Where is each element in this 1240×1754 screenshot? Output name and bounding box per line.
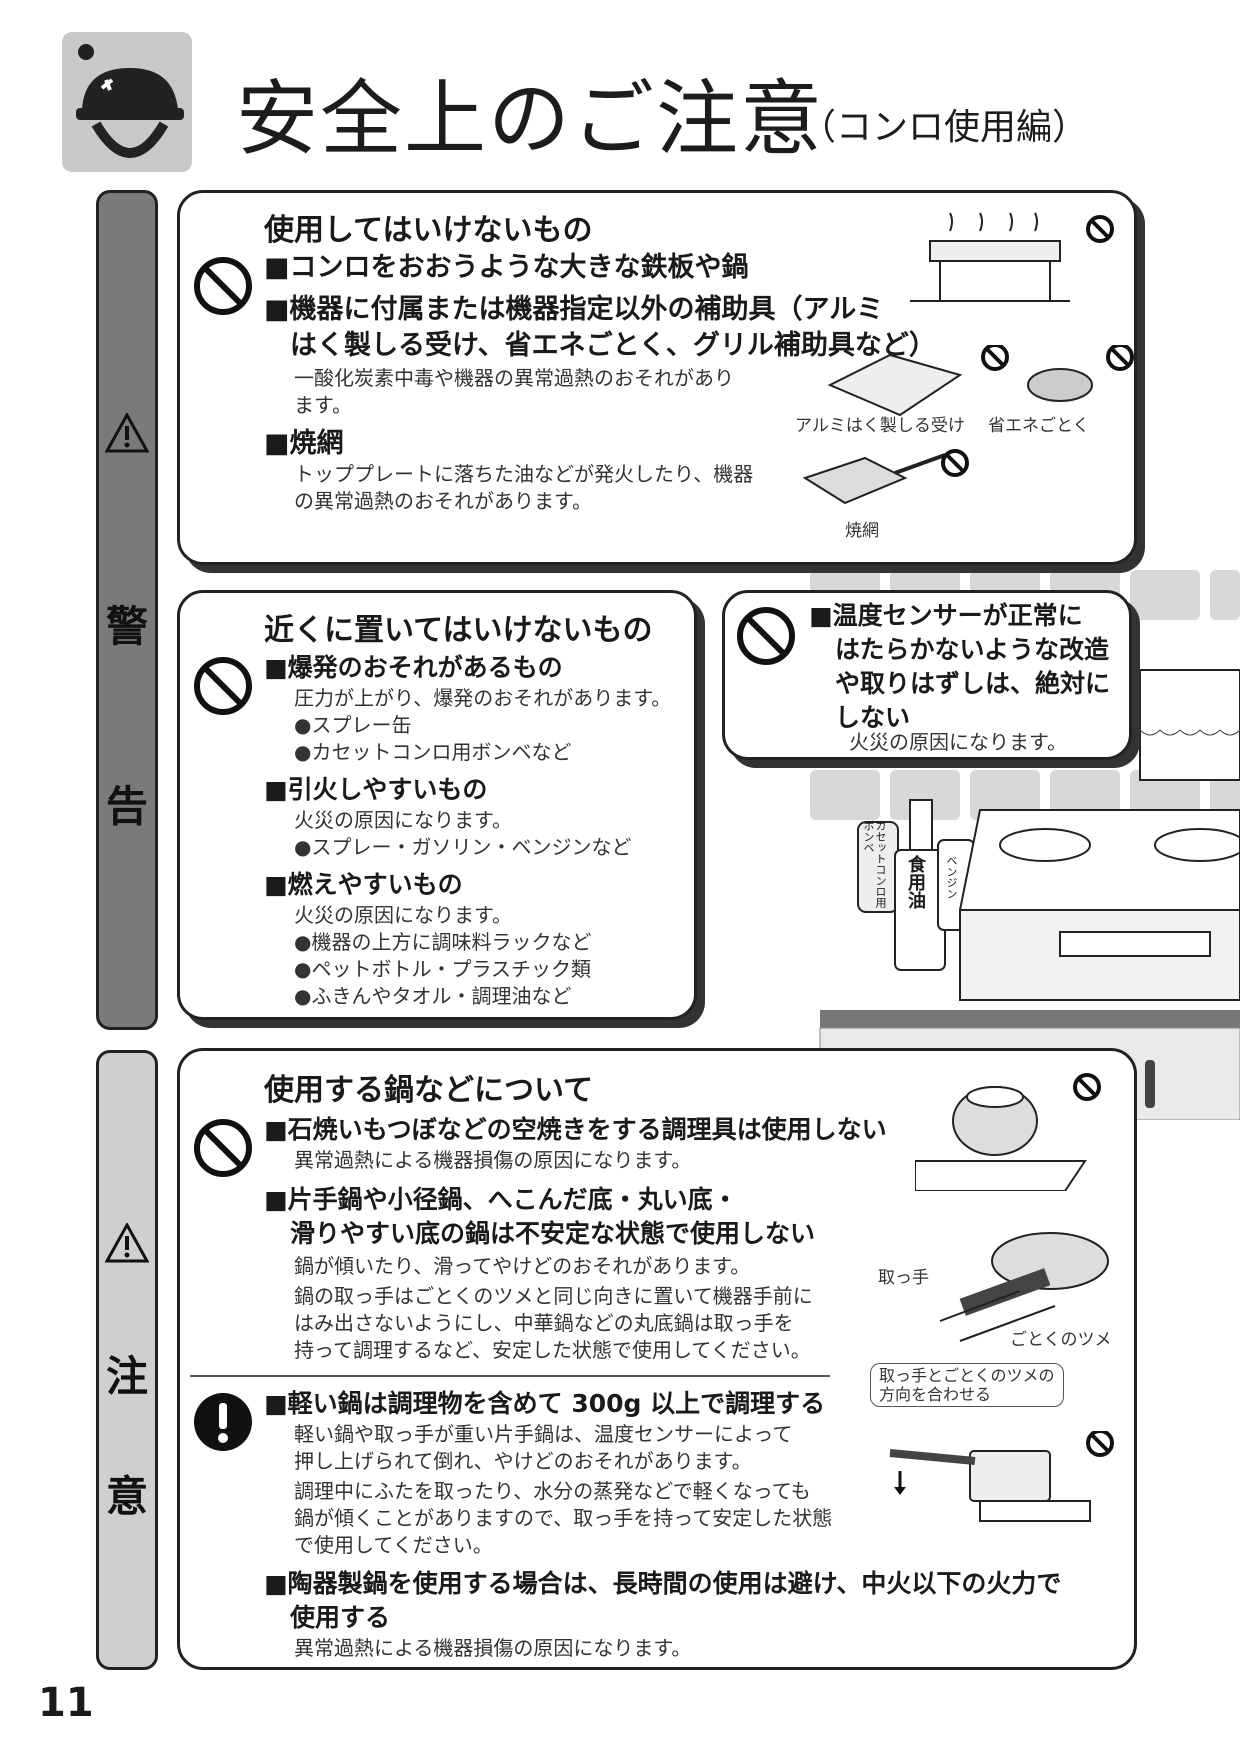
caution-char-1: 注 <box>105 1352 148 1401</box>
panel-title: 使用してはいけないもの <box>264 213 593 248</box>
sensor-line: や取りはずしは、絶対に <box>835 669 1111 698</box>
desc-line: 軽い鍋や取っ手が重い片手鍋は、温度センサーによって <box>294 1422 793 1446</box>
page-number: 11 <box>38 1680 94 1726</box>
desc-line: 異常過熱による機器損傷の原因になります。 <box>294 1636 692 1660</box>
caption-handle: 取っ手 <box>878 1268 929 1288</box>
desc-line: 圧力が上がり、爆発のおそれがあります。 <box>294 686 672 710</box>
item-large-plate: ■コンロをおおうような大きな鉄板や鍋 <box>264 252 749 283</box>
section-divider <box>190 1375 830 1377</box>
list-item: ●スプレー缶 <box>294 713 412 737</box>
desc-line: ます。 <box>294 393 352 417</box>
panel-keep-away: 近くに置いてはいけないもの ■爆発のおそれがあるもの 圧力が上がり、爆発のおそれ… <box>177 590 697 1020</box>
sensor-line: ■温度センサーが正常に <box>809 601 1083 630</box>
iron-plate-illustration <box>910 212 1114 302</box>
item-ceramic-pot: ■陶器製鍋を使用する場合は、長時間の使用は避け、中火以下の火力で <box>264 1569 1062 1598</box>
bottle-label-oil: 食用油 <box>905 855 926 909</box>
item-accessories: ■機器に付属または機器指定以外の補助具（アルミ <box>264 294 884 325</box>
desc-line: 調理中にふたを取ったり、水分の蒸発などで軽くなっても <box>294 1479 811 1503</box>
prohibition-icon <box>194 1119 252 1177</box>
sensor-line: しない <box>835 703 911 732</box>
caption-grill-net: 焼網 <box>845 521 879 541</box>
warning-sidebar: 警 告 <box>96 190 158 1030</box>
panel-pots: 使用する鍋などについて ■石焼いもつぼなどの空焼きをする調理具は使用しない 異常… <box>177 1048 1137 1670</box>
prohibition-icon <box>194 657 252 715</box>
group-explosive: ■爆発のおそれがあるもの <box>264 653 563 682</box>
item-stone-pot: ■石焼いもつぼなどの空焼きをする調理具は使用しない <box>264 1115 887 1144</box>
page-subtitle: （コンロ使用編） <box>800 107 1089 148</box>
desc-line: 一酸化炭素中毒や機器の異常過熱のおそれがあり <box>294 366 734 390</box>
bottle-label-cassette: カセットコンロ用ボンベ <box>862 820 887 908</box>
stone-pot-illustration <box>915 1073 1101 1191</box>
caption-align-line: 方向を合わせる <box>879 1385 992 1404</box>
panel-title: 近くに置いてはいけないもの <box>264 613 653 648</box>
desc-line: 持って調理するなど、安定した状態で使用してください。 <box>294 1338 811 1362</box>
page-title: 安全上のご注意 <box>236 72 825 167</box>
list-item: ●ペットボトル・プラスチック類 <box>294 957 592 981</box>
panel-title: 使用する鍋などについて <box>264 1073 594 1108</box>
warning-triangle-icon <box>105 413 149 453</box>
panel-sensor: ■温度センサーが正常に はたらかないような改造 や取りはずしは、絶対に しない … <box>722 590 1132 760</box>
list-item: ●ふきんやタオル・調理油など <box>294 984 572 1008</box>
desc-line: 鍋が傾いたり、滑ってやけどのおそれがあります。 <box>294 1254 751 1278</box>
mandatory-action-icon <box>194 1393 252 1451</box>
caption-align-line: 取っ手とごとくのツメの <box>879 1366 1055 1385</box>
item-unstable-pot: ■片手鍋や小径鍋、へこんだ底・丸い底・ <box>264 1185 738 1214</box>
accessories-illustration <box>827 345 1134 417</box>
bottle-label-benzine: ベンジン <box>945 855 958 899</box>
desc-line: 鍋が傾くことがありますので、取っ手を持って安定した状態 <box>294 1506 833 1530</box>
group-flammable: ■引火しやすいもの <box>264 775 488 804</box>
sensor-desc: 火災の原因になります。 <box>849 730 1067 754</box>
helmet-badge <box>62 32 192 172</box>
list-item: ●機器の上方に調味料ラックなど <box>294 930 592 954</box>
caution-sidebar: 注 意 <box>96 1050 158 1670</box>
caption-eco-trivet: 省エネごとく <box>988 416 1090 436</box>
prohibition-icon <box>194 257 252 315</box>
item-unstable-pot-cont: 滑りやすい底の鍋は不安定な状態で使用しない <box>290 1219 816 1248</box>
item-accessories-cont: はく製しる受け、省エネごとく、グリル補助具など） <box>290 330 936 361</box>
panel-do-not-use: 使用してはいけないもの ■コンロをおおうような大きな鉄板や鍋 ■機器に付属または… <box>177 190 1137 565</box>
caution-char-2: 意 <box>105 1472 148 1521</box>
desc-line: トッププレートに落ちた油などが発火したり、機器 <box>294 462 754 486</box>
grill-net-illustration <box>802 449 969 505</box>
desc-line: で使用してください。 <box>294 1533 493 1557</box>
caption-foil-tray: アルミはく製しる受け <box>795 416 965 436</box>
caption-align-box: 取っ手とごとくのツメの 方向を合わせる <box>870 1363 1064 1407</box>
desc-line: はみ出さないようにし、中華鍋などの丸底鍋は取っ手を <box>294 1311 794 1335</box>
item-grill-net: ■焼網 <box>264 428 344 459</box>
group-combustible: ■燃えやすいもの <box>264 870 463 899</box>
list-item: ●スプレー・ガソリン・ベンジンなど <box>294 835 632 859</box>
desc-line: 火災の原因になります。 <box>294 808 512 832</box>
sensor-line: はたらかないような改造 <box>835 635 1110 664</box>
desc-line: 押し上げられて倒れ、やけどのおそれがあります。 <box>294 1449 752 1473</box>
saucepan-illustration <box>889 1431 1114 1522</box>
helmet-icon <box>76 44 184 158</box>
item-ceramic-pot-cont: 使用する <box>290 1603 391 1632</box>
warning-char-2: 告 <box>105 782 148 831</box>
caution-triangle-icon <box>105 1223 149 1263</box>
frying-pan-illustration <box>939 1232 1109 1342</box>
desc-line: 鍋の取っ手はごとくのツメと同じ向きに置いて機器手前に <box>294 1284 813 1308</box>
warning-char-1: 警 <box>105 602 148 651</box>
caption-trivet-claw: ごとくのツメ <box>1010 1330 1112 1350</box>
desc-line: の異常過熱のおそれがあります。 <box>294 489 592 513</box>
desc-line: 異常過熱による機器損傷の原因になります。 <box>294 1148 692 1172</box>
prohibition-icon <box>737 607 795 665</box>
desc-line: 火災の原因になります。 <box>294 903 512 927</box>
item-light-pot: ■軽い鍋は調理物を含めて 300g 以上で調理する <box>264 1389 826 1418</box>
list-item: ●カセットコンロ用ボンベなど <box>294 740 572 764</box>
